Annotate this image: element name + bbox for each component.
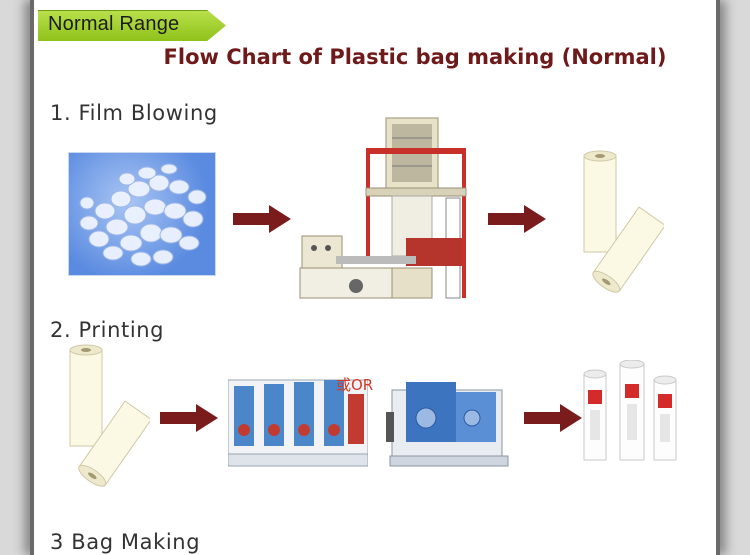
film-blowing-machine-icon (299, 117, 467, 299)
frame-border-left (30, 0, 34, 555)
right-arrow-icon (524, 404, 582, 432)
page-title: Flow Chart of Plastic bag making (Normal… (163, 45, 667, 69)
badge-ribbon (38, 10, 226, 41)
printing-machine-icon (228, 379, 368, 467)
step-label-printing: 2. Printing (50, 318, 165, 342)
printed-film-rolls-icon (583, 360, 677, 461)
flexo-printer-icon (386, 382, 509, 467)
or-label: 或OR (336, 376, 374, 394)
frame-border-right (716, 0, 720, 555)
right-arrow-icon (488, 205, 546, 233)
resin-pellets-icon (68, 152, 216, 276)
step-label-film-blowing: 1. Film Blowing (50, 101, 218, 125)
step-label-bag-making: 3 Bag Making (50, 530, 201, 554)
film-roll-icon (583, 150, 664, 293)
badge-label: Normal Range (48, 13, 180, 35)
right-arrow-icon (160, 404, 218, 432)
film-roll-icon (69, 344, 150, 487)
right-arrow-icon (233, 205, 291, 233)
